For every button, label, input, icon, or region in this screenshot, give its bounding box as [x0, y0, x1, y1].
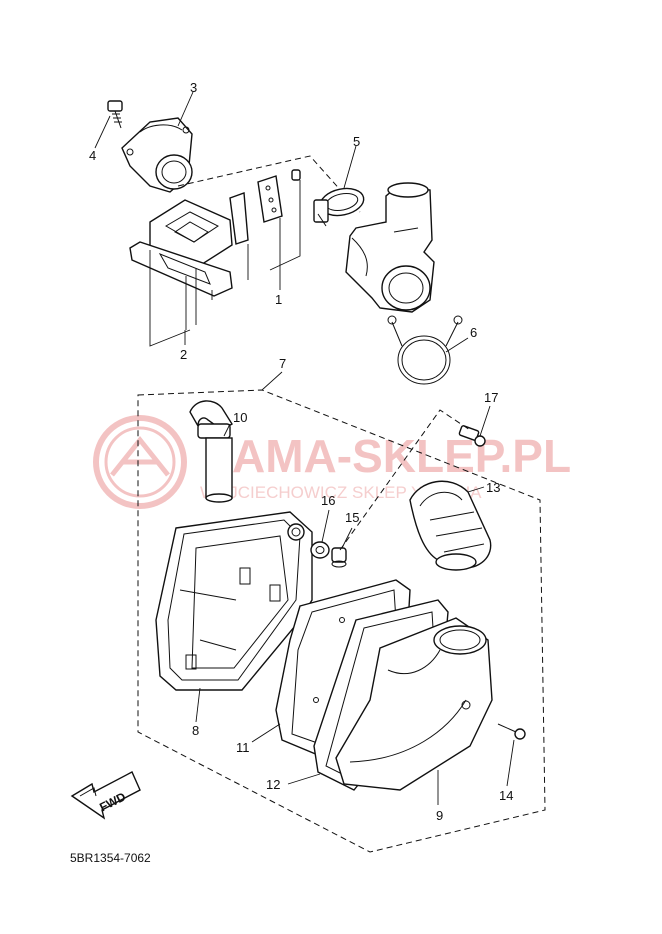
- callout-8: 8: [192, 723, 199, 738]
- callout-13: 13: [486, 480, 500, 495]
- watermark-main-text: AMA-SKLEP.PL: [232, 430, 571, 482]
- part-5-clamp: [313, 187, 365, 227]
- fwd-arrow: FWD: [70, 771, 141, 820]
- callout-7: 7: [279, 356, 286, 371]
- part-10-elbow-pipe: [189, 400, 233, 503]
- callout-5: 5: [353, 134, 360, 149]
- leader-lines: [94, 91, 515, 805]
- part-14-screw: [497, 723, 526, 740]
- callout-15: 15: [345, 510, 359, 525]
- drawing-code: 5BR1354-7062: [70, 851, 151, 865]
- callout-14: 14: [499, 788, 513, 803]
- part-3-intake-manifold: [121, 117, 193, 193]
- part-16-grommet: [310, 541, 330, 559]
- watermark-logo: [93, 415, 187, 509]
- part-13-intake-duct: [409, 480, 492, 571]
- callout-6: 6: [470, 325, 477, 340]
- callout-17: 17: [484, 390, 498, 405]
- part-17-bolt: [458, 425, 486, 447]
- callout-3: 3: [190, 80, 197, 95]
- callout-16: 16: [321, 493, 335, 508]
- callout-10: 10: [233, 410, 247, 425]
- part-8-filter-case: [155, 511, 313, 691]
- part-15-collar: [331, 547, 347, 568]
- callout-2: 2: [180, 347, 187, 362]
- carburetor-body: [345, 182, 435, 313]
- callout-11: 11: [236, 740, 250, 755]
- part-1-reed-valve-assembly: [129, 169, 301, 347]
- callout-4: 4: [89, 148, 96, 163]
- part-4-bolt: [107, 100, 123, 129]
- callout-1: 1: [275, 292, 282, 307]
- callout-12: 12: [266, 777, 280, 792]
- part-9-filter-cover: [335, 617, 493, 791]
- part-6-clip: [387, 315, 463, 385]
- dash-link-lower: [339, 409, 471, 551]
- callout-9: 9: [436, 808, 443, 823]
- watermark: AMA-SKLEP.PL WOJCIECHOWICZ SKLEP YAMAHA: [93, 415, 571, 509]
